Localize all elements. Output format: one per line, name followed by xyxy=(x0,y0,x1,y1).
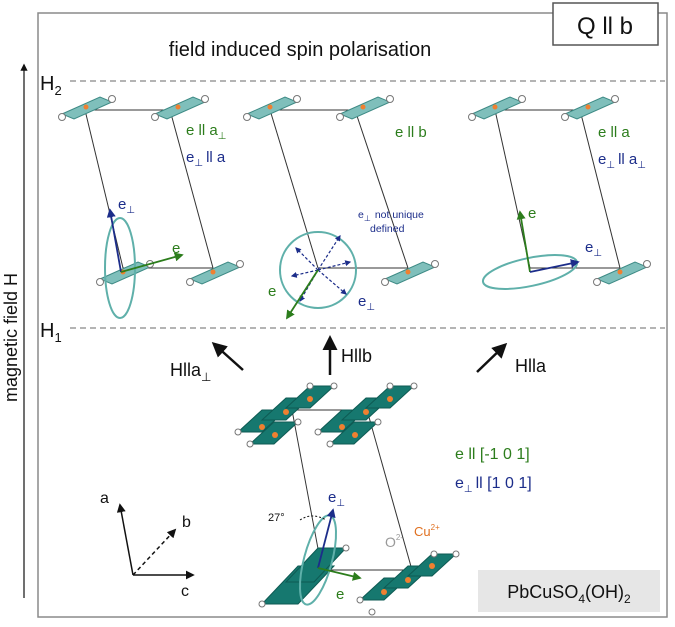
polarisation-line2: e⊥ll a⊥ xyxy=(598,151,646,171)
compound-formula: PbCuSO4(OH)2 xyxy=(507,582,631,606)
angle-arc xyxy=(299,515,327,521)
e-label: e xyxy=(268,283,276,300)
eperp-label: e⊥ xyxy=(358,293,375,313)
h2-label: H2 xyxy=(40,73,62,98)
non-unique-note-line2: defined xyxy=(370,223,405,235)
field-label-b: Hllb xyxy=(341,346,372,366)
chain-segment xyxy=(593,260,651,286)
eperp-vector xyxy=(106,208,122,273)
panel-tag-box xyxy=(552,2,659,46)
panel-left: e⊥ e e ll a⊥ e⊥ll a xyxy=(58,95,244,319)
eperp-label: e⊥ xyxy=(328,489,345,509)
c-axis-label: c xyxy=(181,583,189,600)
a-axis-label: a xyxy=(100,490,109,507)
angle-label: 27° xyxy=(268,512,285,524)
e-vector xyxy=(317,567,362,581)
e-label: e xyxy=(336,586,344,603)
field-arrow-a xyxy=(476,342,508,373)
chain-segment xyxy=(381,260,439,286)
b-axis-arrow xyxy=(132,528,177,576)
field-label-a: Hlla xyxy=(515,356,547,376)
chain-segment xyxy=(58,95,116,121)
cell-edge xyxy=(579,109,621,269)
eperp-vector xyxy=(529,259,580,273)
cell-edge xyxy=(291,409,323,571)
copper-label: Cu2+ xyxy=(414,523,440,539)
chain-segment xyxy=(336,95,394,121)
field-arrow-a-perp xyxy=(211,341,244,371)
polarisation-line1: e ll a xyxy=(598,124,630,141)
eperp-vector xyxy=(317,508,336,569)
chain-segment xyxy=(186,260,244,286)
panel-tag: Q ll b xyxy=(577,13,633,40)
eperp-label: e⊥ xyxy=(585,239,602,259)
cell-edge xyxy=(169,109,214,269)
chain-segment xyxy=(243,95,301,121)
cell-edge xyxy=(269,109,319,269)
eperp-label: e⊥ xyxy=(118,196,135,216)
panel-middle: e e⊥ e⊥not unique defined e ll b xyxy=(243,95,439,320)
crystal-axes: a b c xyxy=(100,490,195,600)
cell-edge xyxy=(354,109,409,269)
formula-box xyxy=(478,570,660,612)
crystal-structure: 27° e⊥ e O2- Cu2+ xyxy=(234,382,460,616)
non-unique-note: e⊥not unique xyxy=(358,209,424,223)
panel-right: e e⊥ e ll a e⊥ll a⊥ xyxy=(468,95,651,290)
cell-edge xyxy=(84,109,124,269)
plaquette-chain-upper-right xyxy=(314,382,418,448)
cell-edge xyxy=(366,409,413,571)
chain-segment xyxy=(561,95,619,121)
chain-segment xyxy=(468,95,526,121)
e-vector xyxy=(516,210,531,273)
field-axis-label: magnetic field H xyxy=(1,273,21,402)
plaquette-chain-upper-left xyxy=(234,382,338,448)
figure-title: field induced spin polarisation xyxy=(169,39,431,61)
a-axis-arrow xyxy=(116,503,134,576)
e-label: e xyxy=(172,240,180,257)
b-axis-label: b xyxy=(182,514,191,531)
spin-precession-circle xyxy=(279,231,357,309)
polarisation-line1: e ll b xyxy=(395,124,427,141)
bottom-polarisation-line2: e⊥ll [1 0 1] xyxy=(455,475,532,495)
chain-segment xyxy=(151,95,209,121)
polarisation-line1: e ll a⊥ xyxy=(186,122,226,142)
polarisation-line2: e⊥ll a xyxy=(186,149,226,169)
outer-frame xyxy=(37,12,668,618)
oxygen-label: O2- xyxy=(385,533,403,550)
e-vector xyxy=(286,269,319,320)
field-label-a-perp: Hlla⊥ xyxy=(170,360,211,384)
e-label: e xyxy=(528,205,536,222)
bottom-polarisation-line1: e ll [-1 0 1] xyxy=(455,446,530,463)
h1-label: H1 xyxy=(40,320,62,345)
e-vector xyxy=(120,252,184,273)
plaquette-chain-lower-right xyxy=(356,550,460,616)
